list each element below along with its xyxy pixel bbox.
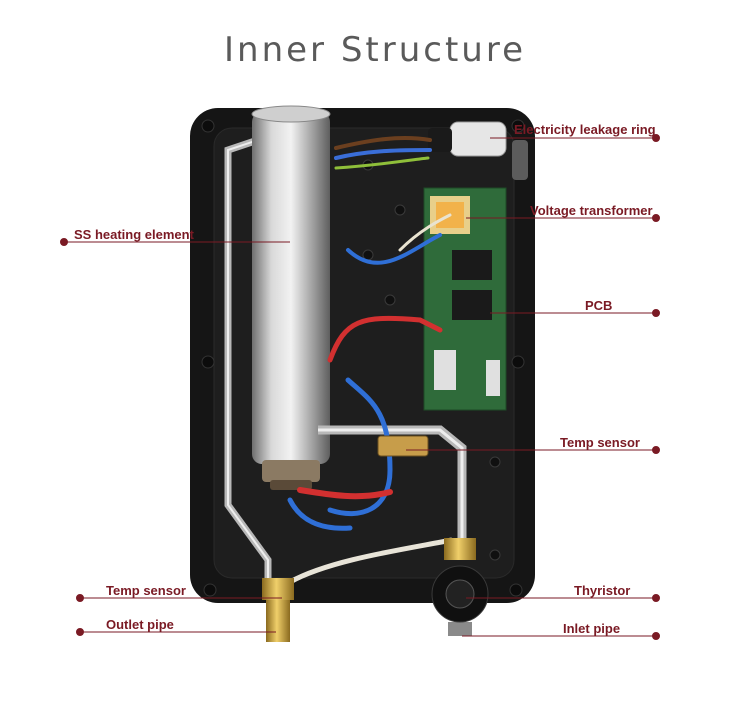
outlet-fitting <box>262 578 294 642</box>
callout-dot-pcb <box>652 309 660 317</box>
pcb-board <box>423 187 507 411</box>
mount-holes <box>362 159 501 561</box>
label-leakage-ring: Electricity leakage ring <box>514 122 656 137</box>
callout-dot-heating <box>60 238 68 246</box>
wires <box>287 136 452 531</box>
label-thyristor: Thyristor <box>574 583 631 598</box>
callout-dot-temp-left <box>76 594 84 602</box>
callout-dot-temp-right <box>652 446 660 454</box>
label-temp-sensor-right: Temp sensor <box>560 435 640 450</box>
callout-lines <box>60 134 660 640</box>
label-heating-element: SS heating element <box>74 227 194 242</box>
label-temp-sensor-left: Temp sensor <box>106 583 186 598</box>
label-inlet-pipe: Inlet pipe <box>563 621 621 636</box>
leakage-ring <box>449 121 507 157</box>
page-title: Inner Structure <box>224 30 526 70</box>
label-voltage-transformer: Voltage transformer <box>530 203 653 218</box>
inlet-fitting <box>444 538 476 636</box>
callout-dot-leakage <box>652 134 660 142</box>
callout-dot-transformer <box>652 214 660 222</box>
sensor-wire <box>288 537 453 585</box>
label-pcb: PCB <box>585 298 613 313</box>
callout-dot-outlet <box>76 628 84 636</box>
label-outlet-pipe: Outlet pipe <box>106 617 174 632</box>
callout-dot-thyristor <box>652 594 660 602</box>
callout-dot-inlet <box>652 632 660 640</box>
heating-element <box>251 105 331 490</box>
temp-sensor-block <box>377 435 429 457</box>
screws <box>201 119 525 597</box>
